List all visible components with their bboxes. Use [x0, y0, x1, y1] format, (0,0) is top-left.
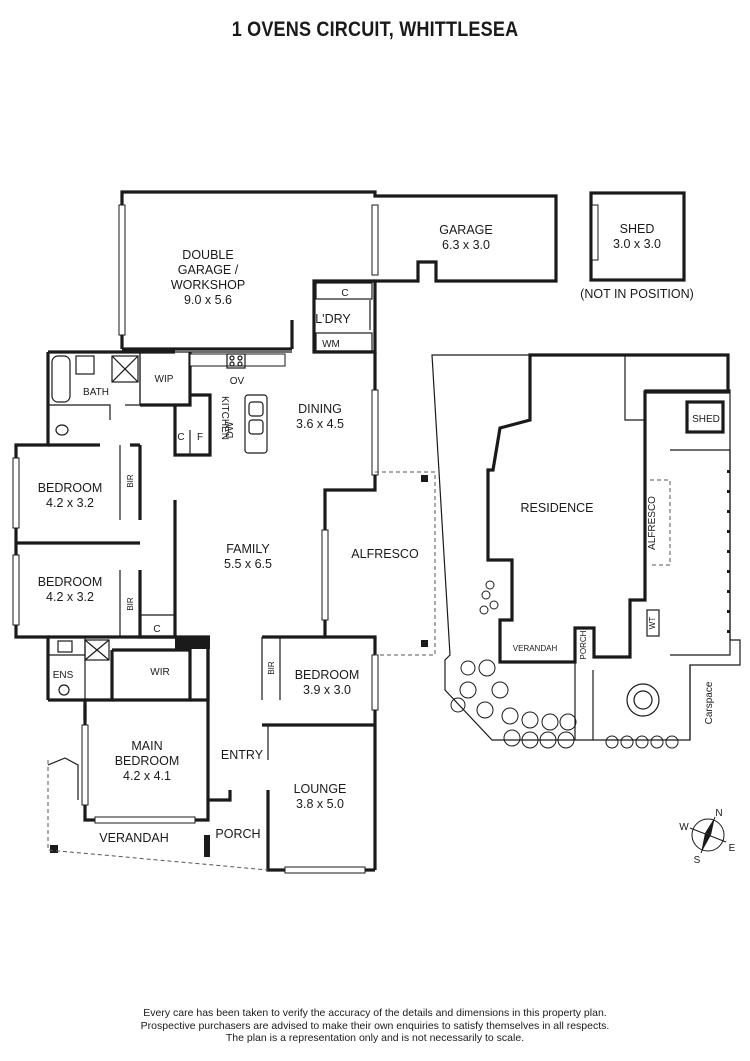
- fridge-label: F: [197, 432, 203, 443]
- floor-plan: DOUBLE GARAGE / WORKSHOP 9.0 x 5.6 GARAG…: [12, 190, 741, 874]
- bedroom2-dims: 4.2 x 3.2: [46, 590, 94, 604]
- dining-dims: 3.6 x 4.5: [296, 417, 344, 431]
- site-residence-label: RESIDENCE: [521, 501, 594, 515]
- room-labels: DOUBLE GARAGE / WORKSHOP 9.0 x 5.6 GARAG…: [38, 222, 694, 845]
- site-fence: [727, 470, 730, 633]
- main-bedroom-label-2: BEDROOM: [115, 754, 180, 768]
- bedroom1-dims: 4.2 x 3.2: [46, 496, 94, 510]
- washing-machine: WM: [322, 339, 340, 350]
- structural-column: [175, 637, 210, 649]
- fixtures: [51, 282, 373, 696]
- wip-label: WIP: [155, 374, 174, 385]
- family-dims: 5.5 x 6.5: [224, 557, 272, 571]
- compass: N S E W: [679, 808, 735, 866]
- disclaimer-line-3: The plan is a representation only and is…: [225, 1032, 525, 1044]
- bedroom3-label: BEDROOM: [295, 668, 360, 682]
- verandah-outline: [47, 760, 269, 871]
- site-wt-label: WT: [648, 617, 657, 630]
- main-bedroom-label: MAIN: [131, 739, 162, 753]
- site-porch-label: PORCH: [579, 630, 588, 659]
- bedroom1-bir: BIR: [126, 474, 135, 488]
- verandah-step: [47, 757, 79, 800]
- dining-label: DINING: [298, 402, 342, 416]
- oven-label: OV: [230, 376, 245, 387]
- disclaimer-line-2: Prospective purchasers are advised to ma…: [140, 1019, 610, 1032]
- ensuite-label: ENS: [53, 670, 74, 681]
- site-verandah-label: VERANDAH: [513, 644, 558, 653]
- alfresco-post: [421, 475, 428, 482]
- verandah-label: VERANDAH: [99, 831, 168, 845]
- double-garage-label: DOUBLE: [182, 248, 233, 262]
- main-bedroom-dims: 4.2 x 4.1: [123, 769, 171, 783]
- site-trees: [450, 580, 679, 749]
- lounge-dims: 3.8 x 5.0: [296, 797, 344, 811]
- family-label: FAMILY: [226, 542, 270, 556]
- compass-south: S: [694, 855, 701, 866]
- bath-label: BATH: [83, 387, 109, 398]
- verandah-post: [50, 845, 58, 853]
- bedroom2-bir: BIR: [126, 597, 135, 611]
- garage-label: GARAGE: [439, 223, 493, 237]
- laundry-label: L'DRY: [315, 312, 351, 326]
- double-garage-dims: 9.0 x 5.6: [184, 293, 232, 307]
- garage-dims: 6.3 x 3.0: [442, 238, 490, 252]
- site-carspace-label: Carspace: [704, 681, 715, 724]
- bedroom3-dims: 3.9 x 3.0: [303, 683, 351, 697]
- shed-label: SHED: [620, 222, 655, 236]
- compass-west: W: [679, 822, 689, 833]
- compass-north: N: [715, 808, 722, 819]
- entry-label: ENTRY: [221, 748, 264, 762]
- windows: [12, 204, 379, 874]
- house-walls: [14, 190, 558, 872]
- dishwasher-label: DW: [225, 421, 236, 438]
- bedroom1-label: BEDROOM: [38, 481, 103, 495]
- compass-east: E: [729, 843, 736, 854]
- disclaimer: Every care has been taken to verify the …: [100, 1007, 650, 1045]
- site-plan: [431, 353, 741, 741]
- site-alfresco-label: ALFRESCO: [647, 496, 658, 550]
- bedroom2-cupboard: C: [153, 624, 160, 635]
- laundry-cupboard: C: [341, 288, 348, 299]
- shed-note: (NOT IN POSITION): [580, 287, 694, 301]
- alfresco-label: ALFRESCO: [351, 547, 419, 561]
- bedroom2-label: BEDROOM: [38, 575, 103, 589]
- disclaimer-line-1: Every care has been taken to verify the …: [143, 1007, 607, 1019]
- kitchen-cupboard: C: [177, 432, 184, 443]
- kitchen-label: KITCHEN: [219, 396, 230, 440]
- double-garage-label-2: GARAGE /: [178, 263, 239, 277]
- bedroom3-bir: BIR: [267, 661, 276, 675]
- lounge-label: LOUNGE: [294, 782, 347, 796]
- wir-label: WIR: [150, 667, 169, 678]
- porch-label: PORCH: [215, 827, 260, 841]
- alfresco-post: [421, 640, 428, 647]
- alfresco-outline: [375, 471, 436, 656]
- shed-box: [589, 191, 686, 282]
- plan-title: 1 OVENS CIRCUIT, WHITTLESEA: [231, 18, 519, 41]
- site-labels: RESIDENCE SHED ALFRESCO VERANDAH PORCH C…: [513, 414, 720, 724]
- shed-dims: 3.0 x 3.0: [613, 237, 661, 251]
- site-shed-label: SHED: [692, 414, 720, 425]
- porch-post: [204, 835, 210, 857]
- double-garage-label-3: WORKSHOP: [171, 278, 245, 292]
